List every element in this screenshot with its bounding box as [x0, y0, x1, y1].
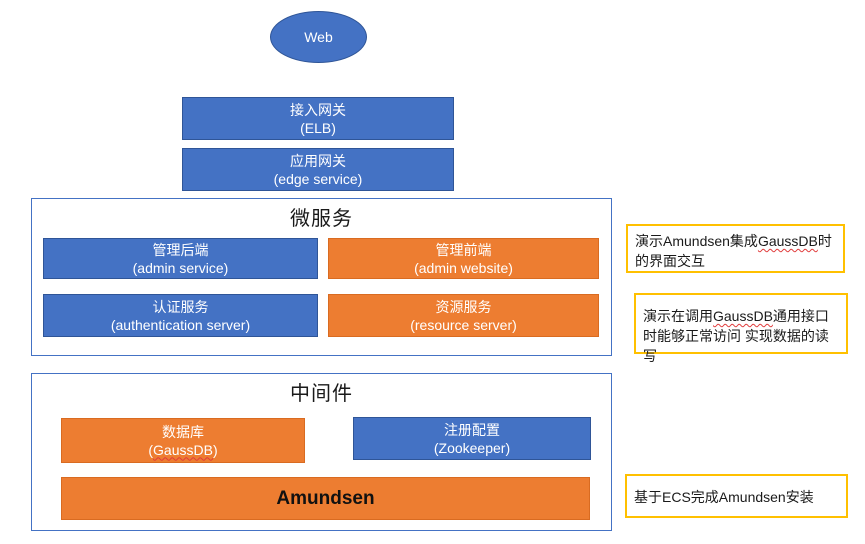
annotation2-gaussdb-word: GaussDB [713, 308, 773, 324]
box-admin-website-title: 管理前端 [435, 241, 492, 258]
box-resource-server-title: 资源服务 [435, 298, 492, 315]
box-admin-service-title: 管理后端 [152, 241, 209, 258]
box-amundsen: Amundsen [61, 477, 590, 520]
annotation-api-access: 演示在调用GaussDB通用接口时能够正常访问 实现数据的读写 [634, 293, 848, 364]
annotation-ecs-install: 基于ECS完成Amundsen安装 [625, 474, 848, 518]
microservices-container: 微服务 管理后端 (admin service) 管理前端 (admin web… [31, 198, 612, 356]
annotation-ui-interaction: 演示Amundsen集成GaussDB时的界面交互 [626, 224, 845, 273]
box-admin-website-subtitle: (admin website) [414, 259, 513, 276]
box-amundsen-label: Amundsen [276, 487, 375, 509]
box-zookeeper-title: 注册配置 [444, 421, 500, 438]
box-admin-service-subtitle: (admin service) [132, 259, 229, 276]
web-node-label: Web [304, 29, 333, 45]
box-authentication-server-title: 认证服务 [152, 298, 209, 315]
box-gaussdb: 数据库 (GaussDB) [61, 418, 305, 463]
microservices-title: 微服务 [290, 208, 353, 230]
web-node: Web [270, 11, 367, 63]
box-authentication-server: 认证服务 (authentication server) [43, 294, 318, 337]
box-resource-server: 资源服务 (resource server) [328, 294, 599, 337]
box-admin-website: 管理前端 (admin website) [328, 238, 599, 279]
box-zookeeper-subtitle: (Zookeeper) [433, 439, 511, 456]
gateway-box-elb: 接入网关 (ELB) [182, 97, 454, 140]
box-resource-server-subtitle: (resource server) [410, 316, 517, 333]
gateway-elb-title: 接入网关 [290, 101, 346, 118]
middleware-title: 中间件 [290, 383, 353, 405]
box-gaussdb-subtitle: (GaussDB) [148, 441, 218, 458]
gateway-edge-title: 应用网关 [290, 152, 346, 169]
gateway-edge-subtitle: (edge service) [273, 170, 363, 187]
annotation1-gaussdb-word: GaussDB [757, 233, 818, 249]
box-authentication-server-subtitle: (authentication server) [110, 316, 251, 333]
box-admin-service: 管理后端 (admin service) [43, 238, 318, 279]
middleware-container: 中间件 数据库 (GaussDB) 注册配置 (Zookeeper) Amund… [31, 373, 612, 531]
box-zookeeper: 注册配置 (Zookeeper) [353, 417, 591, 460]
gateway-elb-subtitle: (ELB) [300, 119, 336, 136]
gateway-box-edge-service: 应用网关 (edge service) [182, 148, 454, 191]
box-gaussdb-title: 数据库 [162, 423, 204, 440]
gaussdb-misspelled-word: GaussDB [153, 441, 213, 458]
